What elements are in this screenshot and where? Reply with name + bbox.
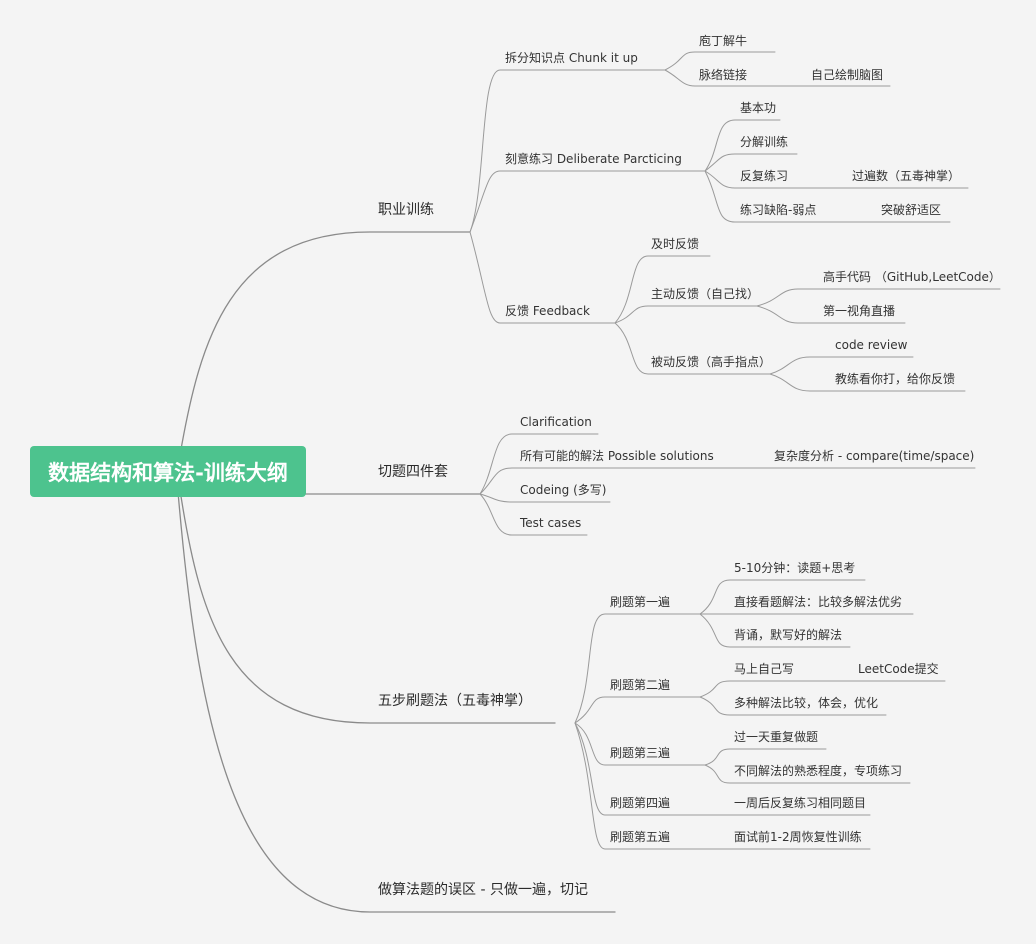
node-deliberate-c4a[interactable]: 突破舒适区 — [881, 203, 942, 217]
node-chunk-c2[interactable]: 脉络链接 — [699, 68, 748, 82]
root-title: 数据结构和算法-训练大纲 — [48, 460, 288, 485]
node-feedback-c2a[interactable]: 高手代码 （GitHub,LeetCode） — [823, 270, 1001, 284]
node-pass-4-c1[interactable]: 一周后反复练习相同题目 — [734, 796, 867, 810]
node-pass-3-c1[interactable]: 过一天重复做题 — [734, 730, 819, 744]
node-deliberate-c2[interactable]: 分解训练 — [740, 135, 789, 149]
node-chunk-c1[interactable]: 庖丁解牛 — [699, 34, 748, 48]
node-four-c3[interactable]: Codeing (多写) — [520, 483, 607, 497]
node-deliberate[interactable]: 刻意练习 Deliberate Parcticing — [505, 152, 682, 166]
node-feedback-c2[interactable]: 主动反馈（自己找） — [651, 287, 760, 301]
node-pass-1-c3[interactable]: 背诵，默写好的解法 — [734, 628, 843, 642]
node-feedback-c3a[interactable]: code review — [835, 338, 908, 352]
node-pass-1-c1[interactable]: 5-10分钟：读题+思考 — [734, 561, 856, 575]
node-pass-1-c2[interactable]: 直接看题解法：比较多解法优劣 — [734, 595, 903, 609]
node-deliberate-c3[interactable]: 反复练习 — [740, 169, 789, 183]
connector-mistake — [177, 491, 616, 913]
node-four-c2[interactable]: 所有可能的解法 Possible solutions — [520, 449, 714, 463]
node-pass-2[interactable]: 刷题第二遍 — [610, 678, 671, 692]
node-pass-2-c2[interactable]: 多种解法比较，体会，优化 — [734, 696, 879, 710]
connector-five — [179, 489, 556, 724]
connector-training — [179, 231, 471, 456]
node-feedback-c3[interactable]: 被动反馈（高手指点） — [651, 355, 772, 369]
node-feedback-c3b[interactable]: 教练看你打，给你反馈 — [835, 372, 956, 386]
node-four-c1[interactable]: Clarification — [520, 415, 592, 429]
node-four-c2a[interactable]: 复杂度分析 - compare(time/space) — [774, 449, 975, 463]
node-feedback-c1[interactable]: 及时反馈 — [651, 237, 700, 251]
node-pass-3[interactable]: 刷题第三遍 — [610, 746, 671, 760]
node-career-training[interactable]: 职业训练 — [378, 202, 434, 218]
node-pass-2-c1a[interactable]: LeetCode提交 — [858, 662, 939, 676]
root-node[interactable]: 数据结构和算法-训练大纲 — [30, 446, 306, 497]
node-pass-5[interactable]: 刷题第五遍 — [610, 830, 671, 844]
node-five-step-method[interactable]: 五步刷题法（五毒神掌） — [378, 693, 532, 709]
node-feedback[interactable]: 反馈 Feedback — [505, 304, 590, 318]
node-pass-5-c1[interactable]: 面试前1-2周恢复性训练 — [734, 830, 862, 844]
node-pass-4[interactable]: 刷题第四遍 — [610, 796, 671, 810]
node-deliberate-c3a[interactable]: 过遍数（五毒神掌） — [852, 169, 961, 183]
node-mistake[interactable]: 做算法题的误区 - 只做一遍，切记 — [378, 882, 588, 898]
node-feedback-c2b[interactable]: 第一视角直播 — [823, 304, 896, 318]
node-pass-3-c2[interactable]: 不同解法的熟悉程度，专项练习 — [734, 764, 903, 778]
node-deliberate-c4[interactable]: 练习缺陷-弱点 — [740, 203, 817, 217]
node-pass-1[interactable]: 刷题第一遍 — [610, 595, 671, 609]
node-pass-2-c1[interactable]: 马上自己写 — [734, 662, 795, 676]
node-chunk-c2a[interactable]: 自己绘制脑图 — [811, 68, 884, 82]
node-four-c4[interactable]: Test cases — [520, 516, 582, 530]
node-four-steps[interactable]: 切题四件套 — [378, 464, 448, 480]
node-chunk[interactable]: 拆分知识点 Chunk it up — [505, 51, 638, 65]
node-deliberate-c1[interactable]: 基本功 — [740, 101, 777, 115]
